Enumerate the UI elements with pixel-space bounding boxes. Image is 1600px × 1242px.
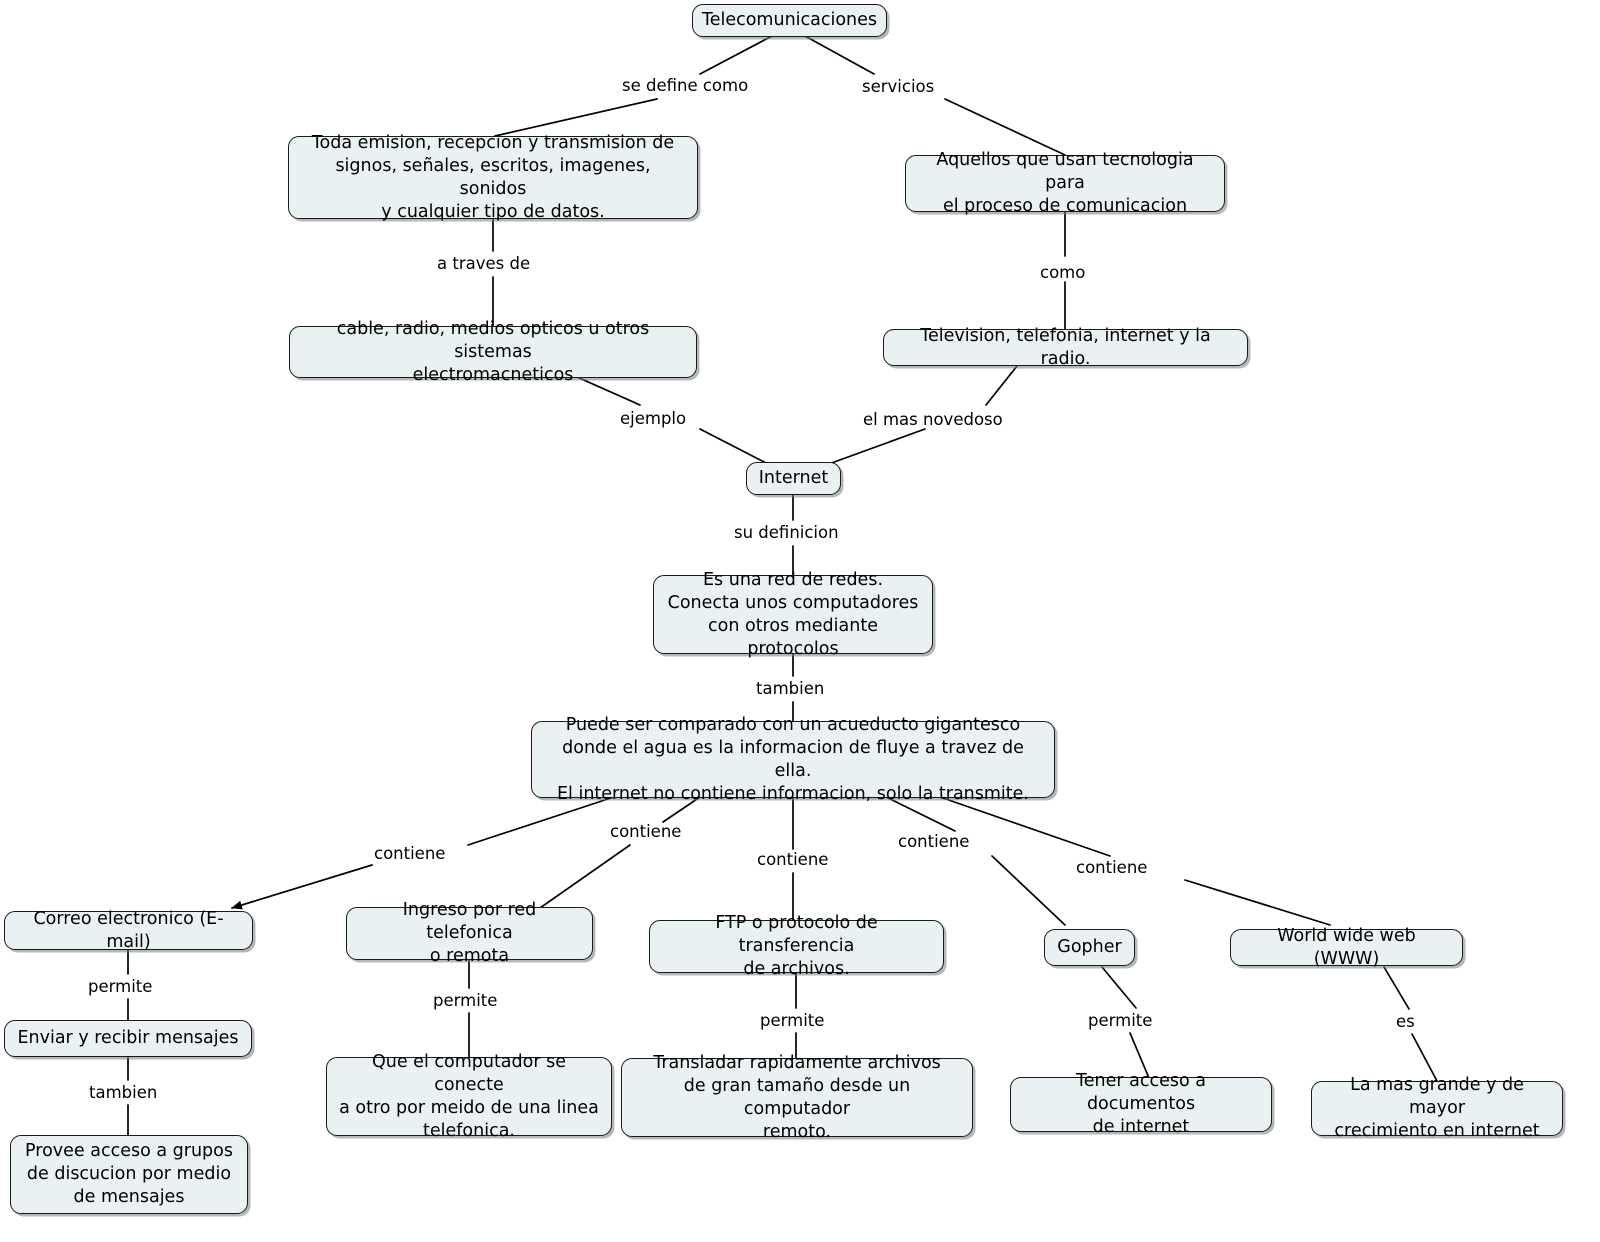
edge-label-contiene-gopher: contiene <box>898 832 970 851</box>
edge-acueducto-correo-lower <box>231 864 373 910</box>
edge-label-contiene-ingreso: contiene <box>610 822 682 841</box>
edge-gopher-documentos-upper <box>1101 966 1137 1009</box>
node-red-de-redes[interactable]: Es una red de redes. Conecta unos comput… <box>653 570 933 659</box>
edge-acueducto-www-lower <box>1184 879 1331 926</box>
node-internet[interactable]: Internet <box>746 462 841 495</box>
edge-label-como: como <box>1040 263 1086 282</box>
edge-telecom-servicios-lower <box>944 98 1066 156</box>
node-enviar-recibir-mensajes[interactable]: Enviar y recibir mensajes <box>4 1020 252 1057</box>
edge-label-se-define-como: se define como <box>622 76 749 95</box>
node-correo-electronico[interactable]: Correo electronico (E-mail) <box>4 909 253 952</box>
edge-telecom-definicion-upper <box>699 35 773 75</box>
edge-label-permite-correo: permite <box>88 977 153 996</box>
edge-label-servicios: servicios <box>862 77 935 96</box>
edge-television-internet-lower <box>825 428 926 466</box>
node-acueducto[interactable]: Puede ser comparado con un acueducto gig… <box>531 715 1055 804</box>
edge-label-contiene-correo: contiene <box>374 844 446 863</box>
edge-label-contiene-ftp: contiene <box>757 850 829 869</box>
node-grupos-discusion[interactable]: Provee acceso a grupos de discucion por … <box>10 1135 248 1214</box>
edge-telecom-servicios-upper <box>804 35 875 75</box>
edge-label-ejemplo: ejemplo <box>620 409 687 428</box>
node-gopher[interactable]: Gopher <box>1044 929 1135 966</box>
node-tener-acceso-documentos[interactable]: Tener acceso a documentos de internet <box>1010 1071 1272 1137</box>
edge-telecom-definicion-lower <box>494 98 658 137</box>
edge-label-permite-ftp: permite <box>760 1011 825 1030</box>
edge-medios-internet-lower <box>699 428 771 466</box>
node-conectar-linea-telefonica[interactable]: Que el computador se conecte a otro por … <box>326 1052 612 1141</box>
edge-label-permite-ingreso: permite <box>433 991 498 1010</box>
node-ingreso-red-telefonica[interactable]: Ingreso por red telefonica o remota <box>346 900 593 966</box>
edge-label-su-definicion: su definicion <box>734 523 839 542</box>
node-definicion[interactable]: Toda emision, recepcion y transmision de… <box>288 133 698 222</box>
edge-label-tambien-enviar: tambien <box>89 1083 158 1102</box>
edge-www-masgrande-upper <box>1383 966 1410 1010</box>
node-telecomunicaciones[interactable]: Telecomunicaciones <box>692 4 887 37</box>
edge-television-internet-upper <box>985 365 1018 406</box>
node-servicios[interactable]: Aquellos que usan tecnologia para el pro… <box>905 150 1225 216</box>
node-ftp[interactable]: FTP o protocolo de transferencia de arch… <box>649 913 944 979</box>
node-television[interactable]: Television, telefonia, internet y la rad… <box>883 326 1248 369</box>
edge-label-contiene-www: contiene <box>1076 858 1148 877</box>
edge-label-permite-gopher: permite <box>1088 1011 1153 1030</box>
node-medios[interactable]: cable, radio, medios opticos u otros sis… <box>289 319 697 385</box>
node-world-wide-web[interactable]: World wide web (WWW) <box>1230 926 1463 969</box>
node-mas-grande-crecimiento[interactable]: La mas grande y de mayor crecimiento en … <box>1311 1075 1563 1141</box>
edge-label-a-traves-de: a traves de <box>437 254 531 273</box>
edge-label-el-mas-novedoso: el mas novedoso <box>863 410 1003 429</box>
node-trasladar-archivos[interactable]: Transladar rapidamente archivos de gran … <box>621 1053 973 1142</box>
edge-label-es-www: es <box>1396 1012 1415 1031</box>
edge-label-tambien-acueducto: tambien <box>756 679 825 698</box>
edge-acueducto-gopher-lower <box>991 855 1066 926</box>
